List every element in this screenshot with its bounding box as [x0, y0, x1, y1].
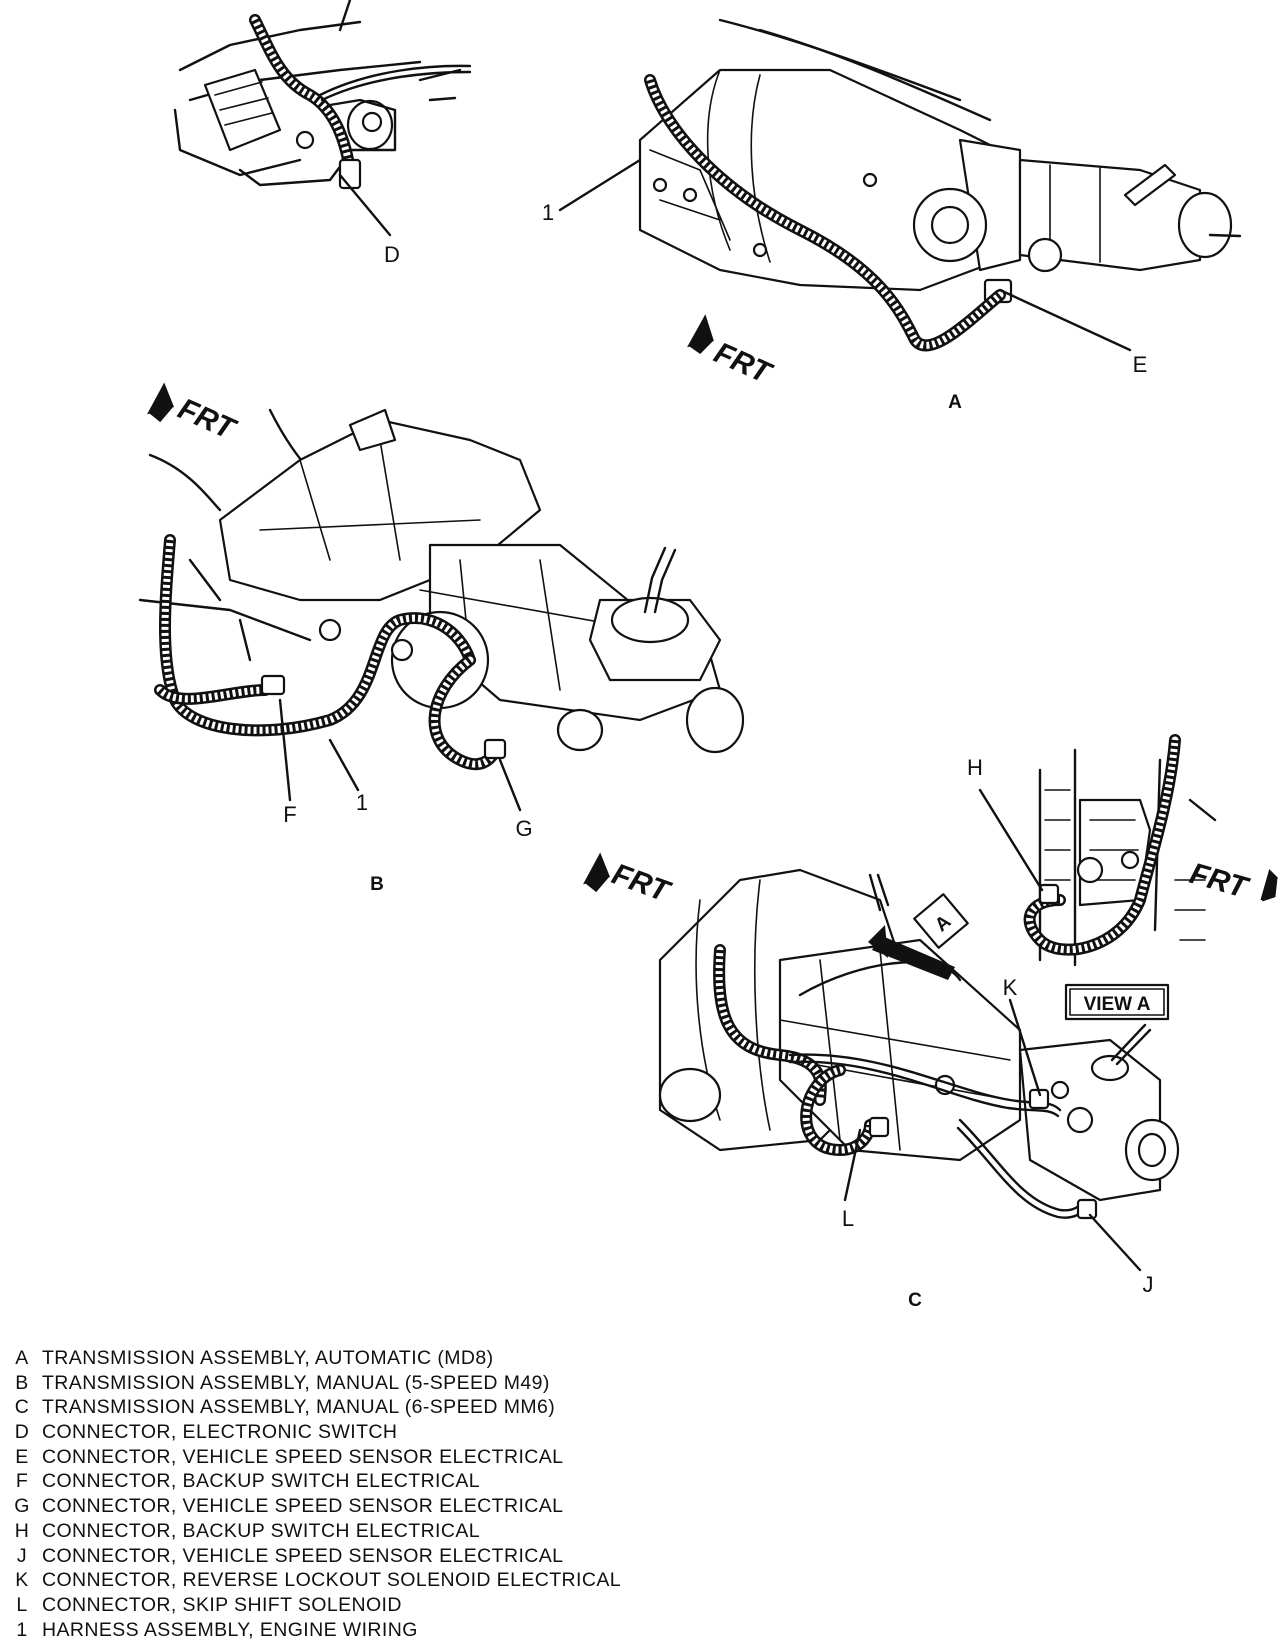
legend-key: 1: [16, 1618, 28, 1641]
legend-key: G: [14, 1495, 30, 1518]
legend-text: CONNECTOR, ELECTRONIC SWITCH: [42, 1421, 398, 1444]
label-f: F: [283, 802, 296, 827]
frt-indicator-b: FRT: [147, 382, 242, 447]
legend-text: CONNECTOR, VEHICLE SPEED SENSOR ELECTRIC…: [42, 1495, 564, 1518]
view-a-box: VIEW A: [1064, 983, 1170, 1021]
legend-key: J: [16, 1544, 28, 1567]
legend-text: CONNECTOR, REVERSE LOCKOUT SOLENOID ELEC…: [42, 1569, 621, 1592]
legend-key: E: [15, 1445, 29, 1468]
legend-key: C: [14, 1396, 30, 1419]
view-a-reference-arrow: A: [868, 893, 969, 980]
legend-key: F: [15, 1470, 29, 1493]
legend-key: A: [15, 1347, 29, 1369]
caption-a: A: [948, 392, 962, 413]
label-j: J: [1143, 1272, 1154, 1297]
legend-key: B: [15, 1371, 29, 1394]
caption-b: B: [370, 874, 384, 895]
legend-key: D: [14, 1421, 30, 1444]
label-e: E: [1133, 352, 1148, 377]
label-g: G: [515, 816, 532, 841]
legend-text: CONNECTOR, BACKUP SWITCH ELECTRICAL: [42, 1519, 481, 1542]
view-a-inset-drawing: [978, 734, 1217, 967]
assembly-b-drawing: [138, 408, 745, 812]
view-a-box-label: VIEW A: [1084, 994, 1151, 1015]
legend-item: B TRANSMISSION ASSEMBLY, MANUAL (5-SPEED …: [6, 1371, 1266, 1396]
legend-item: 1 HARNESS ASSEMBLY, ENGINE WIRING: [6, 1618, 1266, 1642]
legend-item: F CONNECTOR, BACKUP SWITCH ELECTRICAL: [6, 1469, 1266, 1494]
legend-item: H CONNECTOR, BACKUP SWITCH ELECTRICAL: [6, 1519, 1266, 1544]
label-k: K: [1003, 975, 1018, 1000]
legend-item: D CONNECTOR, ELECTRONIC SWITCH: [6, 1420, 1266, 1445]
legend-text: TRANSMISSION ASSEMBLY, MANUAL (6-SPEED M…: [42, 1396, 556, 1419]
label-harness-1-a: 1: [542, 200, 554, 225]
legend-text: TRANSMISSION ASSEMBLY, MANUAL (5-SPEED M…: [42, 1371, 550, 1394]
legend-text: CONNECTOR, SKIP SHIFT SOLENOID: [42, 1593, 402, 1616]
legend-item: J CONNECTOR, VEHICLE SPEED SENSOR ELECTRI…: [6, 1544, 1266, 1569]
frt-indicator-c: FRT: [583, 852, 676, 910]
assembly-a-drawing: [558, 18, 1242, 352]
assembly-c-drawing: [658, 868, 1180, 1272]
label-d: D: [384, 242, 400, 267]
label-harness-1-b: 1: [356, 790, 368, 815]
frt-text-b: FRT: [173, 392, 242, 447]
legend-text: CONNECTOR, VEHICLE SPEED SENSOR ELECTRIC…: [42, 1445, 564, 1468]
legend-key: K: [15, 1569, 29, 1592]
legend-key: L: [16, 1593, 28, 1616]
wiring-diagram: D 1 E A FRT: [138, 0, 1278, 1311]
legend-text: TRANSMISSION ASSEMBLY, AUTOMATIC (MD8): [42, 1347, 494, 1369]
frt-indicator-a: FRT: [687, 314, 778, 391]
label-l: L: [842, 1206, 854, 1231]
frt-indicator-view-a: FRT: [1186, 857, 1278, 905]
legend-item: A TRANSMISSION ASSEMBLY, AUTOMATIC (MD8): [6, 1346, 1266, 1371]
legend-item: E CONNECTOR, VEHICLE SPEED SENSOR ELECTRI…: [6, 1445, 1266, 1470]
legend-item: L CONNECTOR, SKIP SHIFT SOLENOID: [6, 1593, 1266, 1618]
legend-item: C TRANSMISSION ASSEMBLY, MANUAL (6-SPEED …: [6, 1395, 1266, 1420]
legend-text: CONNECTOR, VEHICLE SPEED SENSOR ELECTRIC…: [42, 1544, 564, 1567]
frt-text-c: FRT: [608, 858, 676, 910]
legend-text: CONNECTOR, BACKUP SWITCH ELECTRICAL: [42, 1470, 481, 1493]
label-h: H: [967, 755, 983, 780]
frt-text-a: FRT: [709, 336, 778, 391]
legend-item: K CONNECTOR, REVERSE LOCKOUT SOLENOID ELE…: [6, 1568, 1266, 1593]
legend-key: H: [14, 1519, 30, 1542]
frt-text-view-a: FRT: [1186, 857, 1253, 905]
detail-d-drawing: [173, 0, 472, 237]
legend-text: HARNESS ASSEMBLY, ENGINE WIRING: [42, 1618, 418, 1641]
caption-c: C: [908, 1290, 922, 1311]
legend-item: G CONNECTOR, VEHICLE SPEED SENSOR ELECTRI…: [6, 1494, 1266, 1519]
